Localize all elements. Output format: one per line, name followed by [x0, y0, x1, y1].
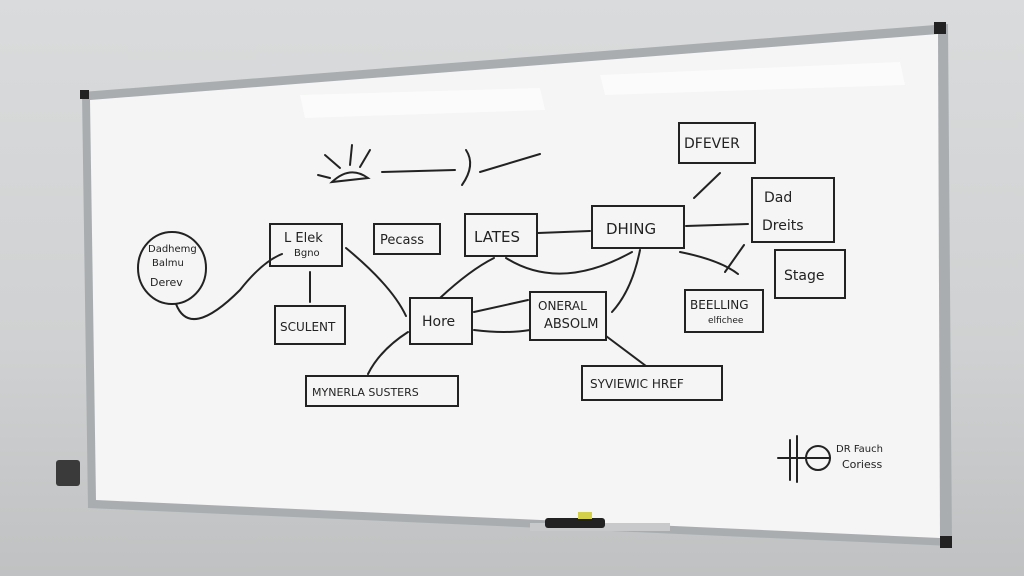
pecass-label: Pecass — [380, 233, 424, 248]
hore-label: Hore — [422, 314, 455, 330]
marker — [545, 518, 605, 528]
left-circle-line3: Derev — [150, 276, 183, 289]
block1-line2: Bgno — [294, 248, 320, 259]
beelling-line2: elfichee — [708, 316, 744, 326]
dhing-label: DHING — [606, 220, 656, 238]
dad-line2: Dreits — [762, 218, 804, 234]
left-circle-line2: Balmu — [152, 258, 184, 269]
frame-corner — [80, 90, 89, 99]
defever-label: DFEVER — [684, 136, 740, 152]
dad-line1: Dad — [764, 190, 792, 206]
onera-line1: ONERAL — [538, 299, 587, 313]
frame-corner — [940, 536, 952, 548]
beelling-line1: BEELLING — [690, 298, 749, 312]
legend-line1: DR Fauch — [836, 444, 883, 455]
marker-cap — [578, 512, 592, 519]
wall-outlet — [56, 460, 80, 486]
syvienic-label: SYVIEWIC HREF — [590, 377, 684, 391]
legend-line2: Coriess — [842, 458, 882, 471]
stage-label: Stage — [784, 268, 824, 284]
lates-label: LATES — [474, 228, 520, 246]
onera-line2: ABSOLM — [544, 317, 599, 332]
mynerla-label: MYNERLA SUSTERS — [312, 386, 419, 399]
left-circle-line1: Dadhemg — [148, 244, 197, 255]
block1-line1: L Elek — [284, 231, 323, 246]
scuent-label: SCULENT — [280, 320, 336, 334]
frame-corner — [934, 22, 946, 34]
